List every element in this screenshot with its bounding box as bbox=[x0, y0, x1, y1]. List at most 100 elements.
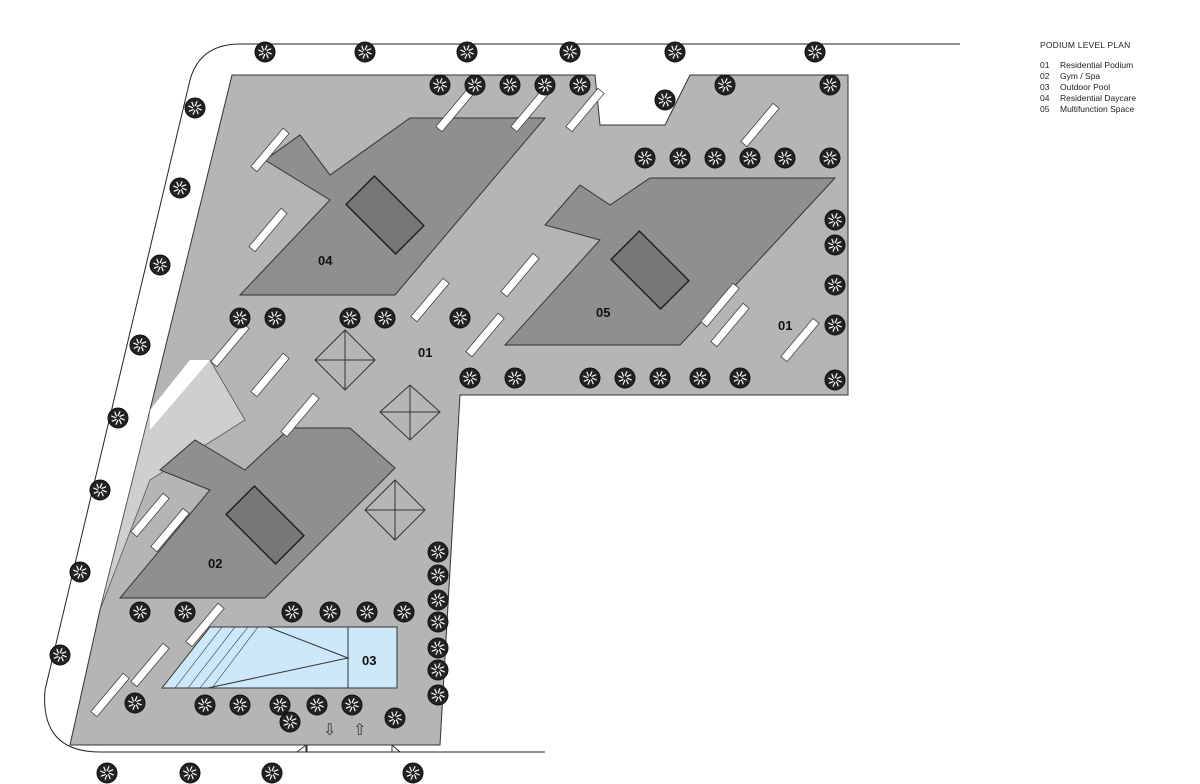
tree-icon bbox=[264, 307, 286, 329]
tree-icon bbox=[179, 762, 201, 784]
legend-num: 04 bbox=[1040, 93, 1050, 103]
bench bbox=[700, 282, 740, 328]
tree-icon bbox=[281, 601, 303, 623]
legend-label: Multifunction Space bbox=[1060, 104, 1135, 114]
bench bbox=[90, 672, 130, 718]
legend-item: 05 Multifunction Space bbox=[1040, 104, 1136, 115]
zone-label-multifunction: 05 bbox=[596, 305, 610, 320]
skylight bbox=[314, 329, 441, 541]
tree-icon bbox=[129, 334, 151, 356]
legend-num: 02 bbox=[1040, 71, 1050, 81]
legend: PODIUM LEVEL PLAN 01 Residential Podium 0… bbox=[1040, 40, 1136, 115]
legend-item: 02 Gym / Spa bbox=[1040, 71, 1136, 82]
tree-icon bbox=[459, 367, 481, 389]
bench bbox=[130, 642, 170, 688]
tree-icon bbox=[339, 307, 361, 329]
tree-icon bbox=[229, 307, 251, 329]
bench bbox=[185, 602, 225, 648]
bench bbox=[465, 312, 505, 358]
tree-icon bbox=[824, 234, 846, 256]
tree-icon bbox=[669, 147, 691, 169]
stair-core bbox=[225, 175, 690, 565]
tree-icon bbox=[89, 479, 111, 501]
legend-label: Residential Daycare bbox=[1060, 93, 1137, 103]
legend-num: 03 bbox=[1040, 82, 1050, 92]
tree-icon bbox=[341, 694, 363, 716]
tree-icon bbox=[49, 644, 71, 666]
tree-icon bbox=[499, 74, 521, 96]
tree-icon bbox=[269, 694, 291, 716]
tree-icon bbox=[129, 601, 151, 623]
tree-icon bbox=[824, 369, 846, 391]
bench bbox=[780, 317, 820, 363]
tree-icon bbox=[464, 74, 486, 96]
tree-icon bbox=[824, 314, 846, 336]
tree-icon bbox=[96, 762, 118, 784]
tree-icon bbox=[427, 611, 449, 633]
tree-icon bbox=[229, 694, 251, 716]
bench bbox=[150, 507, 190, 553]
zone-label-gym: 02 bbox=[208, 556, 222, 571]
bench bbox=[250, 127, 290, 173]
tree-icon bbox=[174, 601, 196, 623]
vehicle-entrance bbox=[296, 744, 401, 753]
tree-icon bbox=[254, 41, 276, 63]
bench bbox=[740, 102, 780, 148]
tree-icon bbox=[689, 367, 711, 389]
tree-icon bbox=[319, 601, 341, 623]
tree-icon bbox=[261, 762, 283, 784]
bench bbox=[248, 207, 288, 253]
tree-icon bbox=[427, 589, 449, 611]
tree-icon bbox=[374, 307, 396, 329]
tree-icon bbox=[704, 147, 726, 169]
legend-label: Residential Podium bbox=[1060, 60, 1134, 70]
tree-icon bbox=[569, 74, 591, 96]
tree-icon bbox=[427, 637, 449, 659]
tree-icon bbox=[804, 41, 826, 63]
tree-icon bbox=[356, 601, 378, 623]
zone-label-daycare: 04 bbox=[318, 253, 333, 268]
tree-icon bbox=[456, 41, 478, 63]
tree-icon bbox=[534, 74, 556, 96]
tree-icon bbox=[579, 367, 601, 389]
legend-title: PODIUM LEVEL PLAN bbox=[1040, 40, 1131, 50]
arrow-down-icon: ⇩ bbox=[323, 722, 336, 739]
podium-light-area bbox=[99, 359, 246, 611]
legend-item: 03 Outdoor Pool bbox=[1040, 82, 1136, 93]
tree-icon bbox=[69, 561, 91, 583]
legend-num: 05 bbox=[1040, 104, 1050, 114]
tree-icon bbox=[654, 89, 676, 111]
bench bbox=[565, 87, 605, 133]
tree-icon bbox=[184, 97, 206, 119]
tree-icon bbox=[429, 74, 451, 96]
bench bbox=[410, 277, 450, 323]
zone-label-podium-east: 01 bbox=[778, 318, 792, 333]
tree-icon bbox=[824, 274, 846, 296]
outdoor-pool bbox=[160, 626, 398, 689]
bench bbox=[710, 302, 750, 348]
legend-num: 01 bbox=[1040, 60, 1050, 70]
bench bbox=[250, 352, 290, 398]
tree-icon bbox=[279, 711, 301, 733]
tree-icon bbox=[194, 694, 216, 716]
tree-icon bbox=[504, 367, 526, 389]
bench bbox=[500, 252, 540, 298]
tree-icon bbox=[306, 694, 328, 716]
tree-icon bbox=[774, 147, 796, 169]
tree-icon bbox=[402, 762, 424, 784]
legend-label: Outdoor Pool bbox=[1060, 82, 1111, 92]
tree-icon bbox=[169, 177, 191, 199]
tree-icon bbox=[354, 41, 376, 63]
tree-icon bbox=[427, 659, 449, 681]
tree-icon bbox=[714, 74, 736, 96]
tree-icon bbox=[649, 367, 671, 389]
notch-cutout bbox=[150, 360, 210, 430]
tree-icon bbox=[384, 707, 406, 729]
legend-item: 01 Residential Podium bbox=[1040, 60, 1136, 71]
tree-icon bbox=[819, 74, 841, 96]
legend-label: Gym / Spa bbox=[1060, 71, 1101, 81]
tree-icon bbox=[427, 541, 449, 563]
arrow-up-icon: ⇧ bbox=[353, 722, 366, 739]
tree-icon bbox=[449, 307, 471, 329]
